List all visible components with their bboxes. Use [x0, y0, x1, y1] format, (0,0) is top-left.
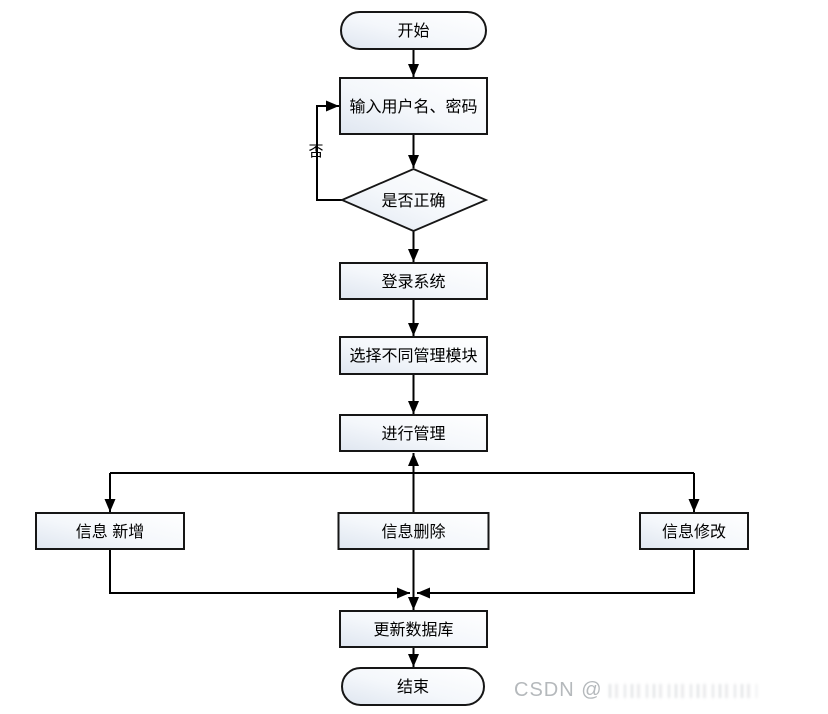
node-manage: 进行管理: [339, 414, 488, 452]
manage-label: 进行管理: [381, 425, 445, 443]
node-start: 开始: [340, 11, 487, 50]
node-login: 登录系统: [339, 262, 488, 300]
input-shape: [339, 77, 488, 135]
node-info-add: 信息 新增: [35, 512, 185, 550]
manage-shape: [339, 414, 488, 452]
info-modify-label: 信息修改: [662, 523, 726, 541]
login-shape: [339, 262, 488, 300]
info-add-shape: [35, 512, 185, 550]
node-update-db: 更新数据库: [339, 610, 488, 648]
edges: [104, 49, 700, 667]
edge-label-no: 否: [308, 143, 323, 160]
select-module-label: 选择不同管理模块: [349, 347, 477, 365]
info-delete-shape: [337, 512, 490, 550]
update-db-label: 更新数据库: [373, 621, 453, 639]
node-input: 输入用户名、密码: [339, 77, 488, 135]
watermark-illegible-text: [608, 684, 757, 698]
edge-add-to-merge: [109, 549, 410, 599]
login-label: 登录系统: [381, 273, 445, 291]
watermark-text: CSDN @: [514, 678, 603, 701]
end-shape: [341, 667, 485, 706]
decision-shape: [339, 168, 489, 232]
input-label: 输入用户名、密码: [349, 98, 477, 116]
start-label: 开始: [397, 22, 429, 40]
node-select-module: 选择不同管理模块: [339, 336, 488, 375]
node-end: 结束: [341, 667, 485, 706]
info-add-label: 信息 新增: [76, 523, 144, 541]
info-modify-shape: [639, 512, 749, 550]
node-info-delete: 信息删除: [337, 512, 490, 550]
info-delete-label: 信息删除: [381, 523, 445, 541]
update-db-shape: [339, 610, 488, 648]
start-shape: [340, 11, 487, 50]
node-info-modify: 信息修改: [639, 512, 749, 550]
decision-label: 是否正确: [381, 192, 445, 210]
node-decision: 是否正确: [339, 168, 489, 232]
nodes: 开始 输入用户名、密码 是否正确 登录系统 选择不同管理模块: [35, 11, 749, 706]
select-module-shape: [339, 336, 488, 375]
end-label: 结束: [397, 678, 429, 696]
edge-decision-no-loopback: [316, 100, 342, 201]
watermark: CSDN @: [514, 678, 757, 702]
edge-modify-to-merge: [417, 549, 695, 599]
